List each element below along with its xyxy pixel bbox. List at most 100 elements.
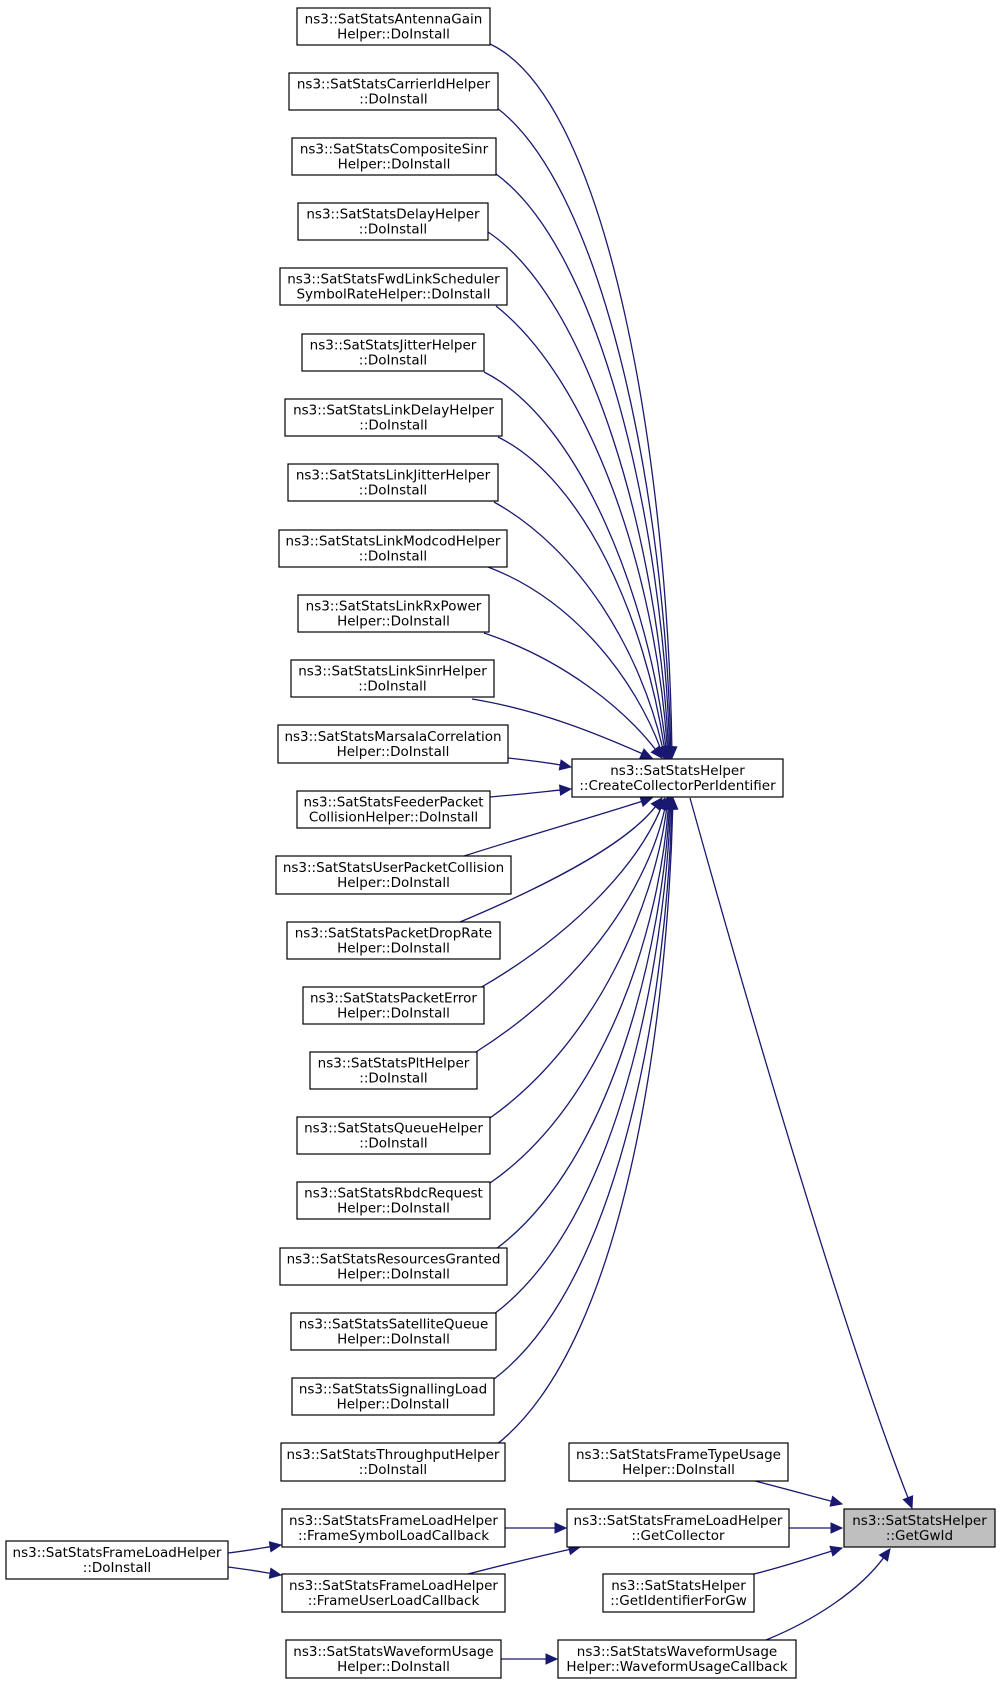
edge-satellitequeue-to-createcollector (493, 796, 677, 1315)
edge-line (495, 807, 671, 1250)
edge-line (495, 305, 668, 749)
edge-linkjitter-to-createcollector (493, 501, 669, 760)
node-linkdelay[interactable]: ns3::SatStatsLinkDelayHelper::DoInstall (284, 398, 503, 437)
node-waveformdoinstall[interactable]: ns3::SatStatsWaveformUsageHelper::DoInst… (285, 1639, 502, 1679)
node-label-line: ::DoInstall (83, 1560, 151, 1576)
node-packeterror[interactable]: ns3::SatStatsPacketErrorHelper::DoInstal… (302, 986, 485, 1025)
edge-line (496, 107, 672, 749)
node-queue[interactable]: ns3::SatStatsQueueHelper::DoInstall (296, 1116, 491, 1155)
node-label-line: ns3::SatStatsFrameLoadHelper (574, 1513, 783, 1529)
node-label-line: ns3::SatStatsResourcesGranted (287, 1252, 501, 1268)
edge-userpacket-to-createcollector (463, 796, 654, 857)
node-antennagain[interactable]: ns3::SatStatsAntennaGainHelper::DoInstal… (296, 7, 491, 46)
node-label-line: ns3::SatStatsLinkDelayHelper (293, 403, 494, 419)
node-box (297, 594, 490, 633)
node-linksinr[interactable]: ns3::SatStatsLinkSinrHelper::DoInstall (290, 659, 495, 698)
edge-line (489, 43, 673, 749)
node-label-line: ::DoInstall (359, 1462, 427, 1478)
node-label-line: ns3::SatStatsPacketError (310, 991, 477, 1007)
arrowhead-icon (558, 759, 573, 771)
arrowhead-icon (878, 1548, 891, 1562)
edge-line (467, 1548, 571, 1575)
node-compositesinr[interactable]: ns3::SatStatsCompositeSinrHelper::DoInst… (291, 137, 497, 176)
arrowhead-icon (268, 1567, 283, 1579)
node-label-line: Helper::DoInstall (337, 1006, 450, 1022)
graph-edges (227, 43, 914, 1665)
node-carrierid[interactable]: ns3::SatStatsCarrierIdHelper::DoInstall (288, 72, 499, 111)
edge-getcollector-to-getgwid (789, 1522, 844, 1534)
node-label-line: Helper::DoInstall (337, 614, 450, 630)
node-box (566, 1508, 790, 1548)
node-frameloaddoinstall[interactable]: ns3::SatStatsFrameLoadHelper::DoInstall (5, 1540, 229, 1580)
edge-line (495, 807, 674, 1446)
node-delay[interactable]: ns3::SatStatsDelayHelper::DoInstall (297, 202, 489, 241)
edge-feederpacket-to-createcollector (489, 784, 573, 798)
node-label-line: ns3::SatStatsCarrierIdHelper (297, 77, 491, 93)
node-fwdlinkscheduler[interactable]: ns3::SatStatsFwdLinkSchedulerSymbolRateH… (279, 267, 508, 306)
node-rbdc[interactable]: ns3::SatStatsRbdcRequestHelper::DoInstal… (296, 1181, 491, 1220)
node-label-line: ::DoInstall (359, 92, 427, 108)
node-feederpacket[interactable]: ns3::SatStatsFeederPacketCollisionHelper… (296, 790, 491, 829)
node-label-line: ns3::SatStatsFwdLinkScheduler (287, 272, 500, 288)
edge-line (765, 1556, 885, 1641)
node-marsala[interactable]: ns3::SatStatsMarsalaCorrelationHelper::D… (277, 724, 509, 764)
node-label-line: ns3::SatStatsWaveformUsage (577, 1644, 777, 1660)
node-label-line: ::GetCollector (631, 1528, 725, 1544)
node-getgwid[interactable]: ns3::SatStatsHelper::GetGwId (843, 1508, 996, 1548)
node-box (309, 1051, 478, 1090)
node-label-line: ns3::SatStatsThroughputHelper (287, 1447, 500, 1463)
edge-frametypeusage-to-getgwid (754, 1480, 844, 1507)
node-frametypeusage[interactable]: ns3::SatStatsFrameTypeUsageHelper::DoIns… (568, 1442, 789, 1482)
node-label-line: Helper::DoInstall (622, 1462, 735, 1478)
node-box (557, 1639, 797, 1679)
node-box (291, 1377, 495, 1416)
node-box (278, 529, 508, 568)
node-label-line: ns3::SatStatsJitterHelper (310, 338, 477, 354)
edge-linkrxpower-to-createcollector (483, 632, 663, 759)
node-label-line: CollisionHelper::DoInstall (309, 810, 478, 826)
arrowhead-icon (650, 745, 663, 759)
edge-line (489, 789, 562, 798)
node-plt[interactable]: ns3::SatStatsPltHelper::DoInstall (309, 1051, 478, 1090)
node-label-line: SymbolRateHelper::DoInstall (296, 287, 490, 303)
node-satellitequeue[interactable]: ns3::SatStatsSatelliteQueueHelper::DoIns… (290, 1312, 497, 1351)
node-getidentifierforgw[interactable]: ns3::SatStatsHelper::GetIdentifierForGw (602, 1573, 755, 1613)
node-signallingload[interactable]: ns3::SatStatsSignallingLoadHelper::DoIns… (291, 1377, 495, 1416)
node-linkrxpower[interactable]: ns3::SatStatsLinkRxPowerHelper::DoInstal… (297, 594, 490, 633)
node-label-line: ns3::SatStatsAntennaGain (305, 12, 483, 28)
node-resourcesgranted[interactable]: ns3::SatStatsResourcesGrantedHelper::DoI… (279, 1247, 508, 1286)
node-getcollector[interactable]: ns3::SatStatsFrameLoadHelper::GetCollect… (566, 1508, 790, 1548)
node-label-line: ::FrameSymbolLoadCallback (298, 1528, 489, 1544)
node-box (290, 659, 495, 698)
node-label-line: ns3::SatStatsLinkModcodHelper (286, 534, 501, 550)
node-createcollector[interactable]: ns3::SatStatsHelper::CreateCollectorPerI… (571, 758, 784, 798)
node-label-line: ns3::SatStatsPacketDropRate (295, 926, 492, 942)
node-jitter[interactable]: ns3::SatStatsJitterHelper::DoInstall (301, 333, 485, 372)
node-label-line: ns3::SatStatsLinkSinrHelper (298, 664, 487, 680)
node-label-line: ::DoInstall (358, 679, 426, 695)
node-label-line: ::DoInstall (359, 1136, 427, 1152)
node-throughput[interactable]: ns3::SatStatsThroughputHelper::DoInstall (280, 1442, 506, 1482)
node-userpacket[interactable]: ns3::SatStatsUserPacketCollisionHelper::… (275, 855, 512, 895)
node-linkmodcod[interactable]: ns3::SatStatsLinkModcodHelper::DoInstall (278, 529, 508, 568)
edge-line (495, 173, 671, 749)
node-box (296, 1181, 491, 1220)
node-label-line: ns3::SatStatsFrameLoadHelper (289, 1513, 498, 1529)
edge-line (493, 501, 664, 749)
node-box (275, 855, 512, 895)
node-label-line: ::GetGwId (886, 1528, 953, 1544)
node-linkjitter[interactable]: ns3::SatStatsLinkJitterHelper::DoInstall (287, 463, 499, 502)
node-frameuserload[interactable]: ns3::SatStatsFrameLoadHelper::FrameUserL… (281, 1573, 506, 1613)
focus-node-box (843, 1508, 996, 1548)
edge-line (479, 807, 662, 989)
edge-line (475, 807, 666, 1053)
node-box (281, 1573, 506, 1613)
edge-line (227, 1545, 272, 1554)
node-waveformcallback[interactable]: ns3::SatStatsWaveformUsageHelper::Wavefo… (557, 1639, 797, 1679)
node-framesymbolload[interactable]: ns3::SatStatsFrameLoadHelper::FrameSymbo… (281, 1508, 506, 1548)
node-packetdroprate[interactable]: ns3::SatStatsPacketDropRateHelper::DoIns… (286, 921, 501, 960)
edge-marsala-to-createcollector (507, 757, 573, 771)
node-box (290, 1312, 497, 1351)
edge-carrierid-to-createcollector (496, 107, 677, 760)
node-label-line: ns3::SatStatsRbdcRequest (304, 1186, 483, 1202)
